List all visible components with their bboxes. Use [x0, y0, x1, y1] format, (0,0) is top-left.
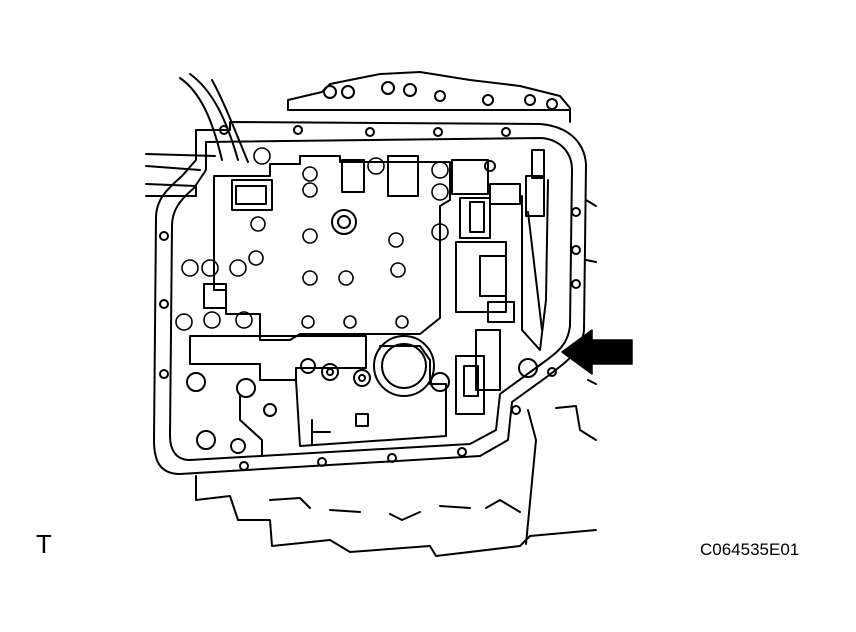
upper-cover [287, 71, 571, 123]
oil-pan-flange [153, 121, 587, 475]
arrow-left-icon [561, 329, 633, 375]
lower-casting [186, 335, 450, 457]
reference-code: C064535E01 [700, 540, 800, 559]
transmission-case-lower [195, 199, 597, 557]
solenoid-lever-assembly [451, 149, 581, 415]
valve-body-plate [175, 147, 451, 341]
corner-mark: T [36, 529, 52, 559]
